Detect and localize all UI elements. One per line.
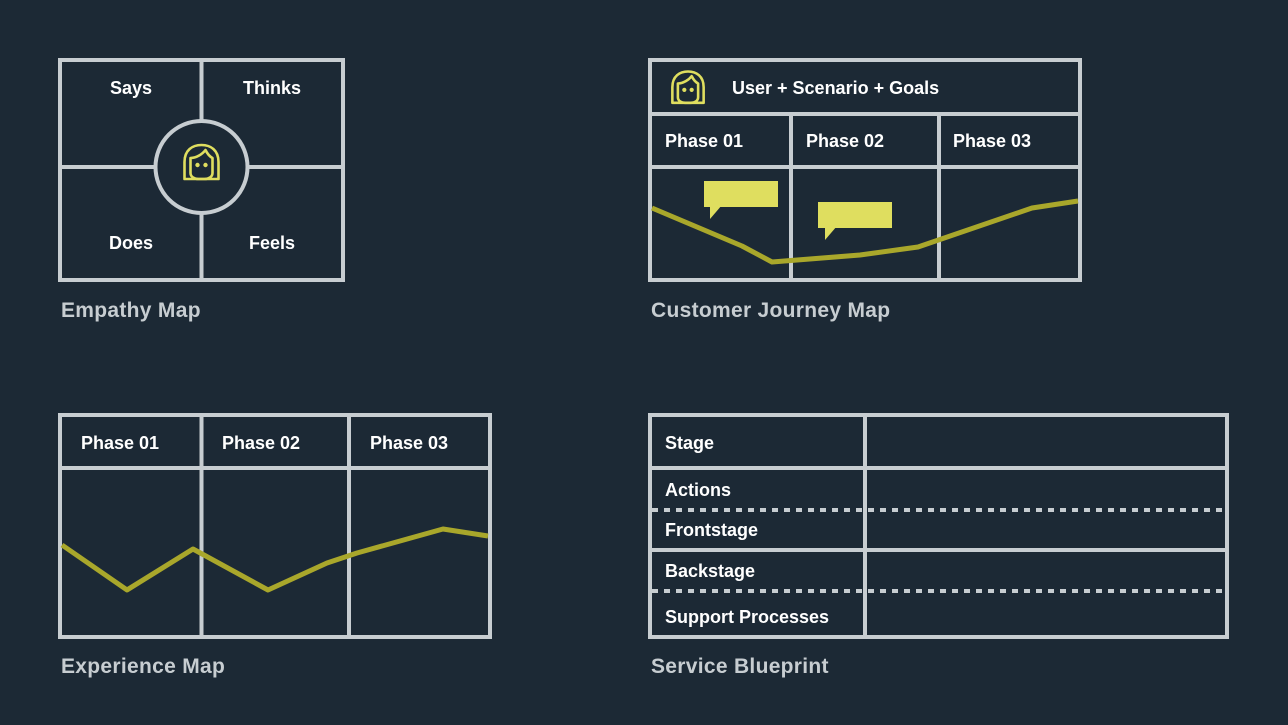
quadrant-thinks-label: Thinks <box>243 78 302 98</box>
experience-phase-03-label: Phase 03 <box>370 433 449 453</box>
empathy-map-center <box>153 119 250 215</box>
journey-phase-02-label: Phase 02 <box>806 131 885 151</box>
service-blueprint-grid <box>648 413 1229 639</box>
person-face-icon <box>671 70 705 105</box>
journey-emotion-line <box>651 198 1079 265</box>
journey-map-grid <box>648 58 1082 282</box>
experience-phase-02-label: Phase 02 <box>222 433 301 453</box>
journey-map-caption: Customer Journey Map <box>651 299 891 322</box>
blueprint-row-stage-label: Stage <box>665 433 715 453</box>
journey-header-label: User + Scenario + Goals <box>732 78 940 98</box>
speech-bubble-icon <box>704 181 778 219</box>
empathy-map-caption: Empathy Map <box>61 299 201 322</box>
blueprint-row-frontstage-label: Frontstage <box>665 520 759 540</box>
quadrant-says-label: Says <box>110 78 153 98</box>
experience-emotion-line <box>60 526 489 593</box>
blueprint-row-support-label: Support Processes <box>665 607 830 627</box>
experience-phase-01-label: Phase 01 <box>81 433 160 453</box>
speech-bubble-icon <box>818 202 892 240</box>
experience-map-grid <box>58 413 492 639</box>
blueprint-row-actions-label: Actions <box>665 480 732 500</box>
person-face-icon <box>183 143 220 181</box>
quadrant-does-label: Does <box>109 233 154 253</box>
journey-phase-03-label: Phase 03 <box>953 131 1032 151</box>
journey-phase-01-label: Phase 01 <box>665 131 744 151</box>
service-blueprint-caption: Service Blueprint <box>651 655 829 678</box>
quadrant-feels-label: Feels <box>249 233 296 253</box>
experience-map-caption: Experience Map <box>61 655 226 678</box>
blueprint-row-backstage-label: Backstage <box>665 561 756 581</box>
